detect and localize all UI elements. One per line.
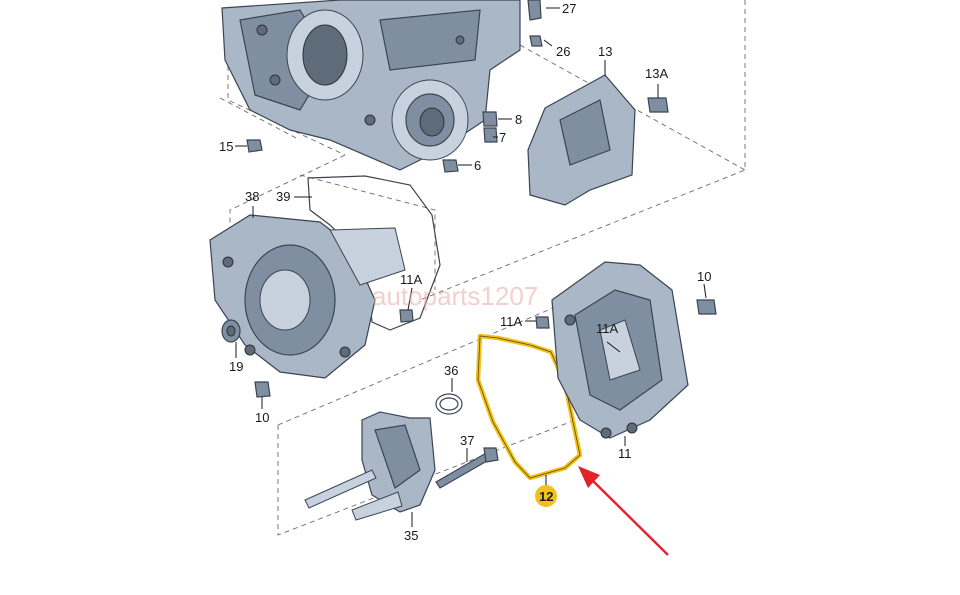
bolt-10-left [254,381,271,398]
seal-19 [221,319,241,343]
label-7: 7 [499,130,506,145]
label-19: 19 [229,359,243,374]
label-10-right: 10 [697,269,711,284]
label-39: 39 [276,189,290,204]
label-27: 27 [562,1,576,16]
leader-lines [235,7,707,527]
label-6: 6 [474,158,481,173]
gasket-39 [307,175,441,331]
gasket-12-outline [477,335,581,479]
output-flange [391,79,469,161]
sensor-26 [529,35,543,47]
label-11a-right: 11A [596,321,618,336]
label-37: 37 [460,433,474,448]
o-ring-36 [435,393,463,415]
label-13: 13 [598,44,612,59]
watermark: autoparts1207 [372,281,538,311]
side-cover-11 [551,261,689,439]
label-10-left: 10 [255,410,269,425]
label-11: 11 [618,446,632,461]
label-35: 35 [404,528,418,543]
red-arrow-pointer [578,466,669,556]
label-26: 26 [556,44,570,59]
heat-shield [527,74,636,206]
label-12: 12 [539,489,553,504]
dowel-11a-left [399,309,414,323]
label-15: 15 [219,139,233,154]
bolt-13a [647,97,669,113]
part-12-badge [535,485,557,507]
label-11a-mid: 11A [500,314,522,329]
label-11a-left: 11A [400,272,422,287]
label-38: 38 [245,189,259,204]
cover-assembly-38 [209,214,406,379]
label-13a: 13A [645,66,668,81]
transmission-housing [221,0,521,171]
bolt-10-right [696,299,717,315]
label-36: 36 [444,363,458,378]
plug-6 [442,159,459,173]
plug-8 [482,111,498,127]
screw-15 [246,139,263,153]
plug-7 [483,127,498,143]
part-labels: 27 16 26 13 13A 8 7 6 15 38 39 11A 11A 1… [219,1,711,543]
label-8: 8 [515,112,522,127]
pipe-27 [527,0,542,21]
shift-mechanism-35 [304,411,436,521]
dowel-11a-mid [535,316,550,329]
bolt-37 [435,447,499,489]
